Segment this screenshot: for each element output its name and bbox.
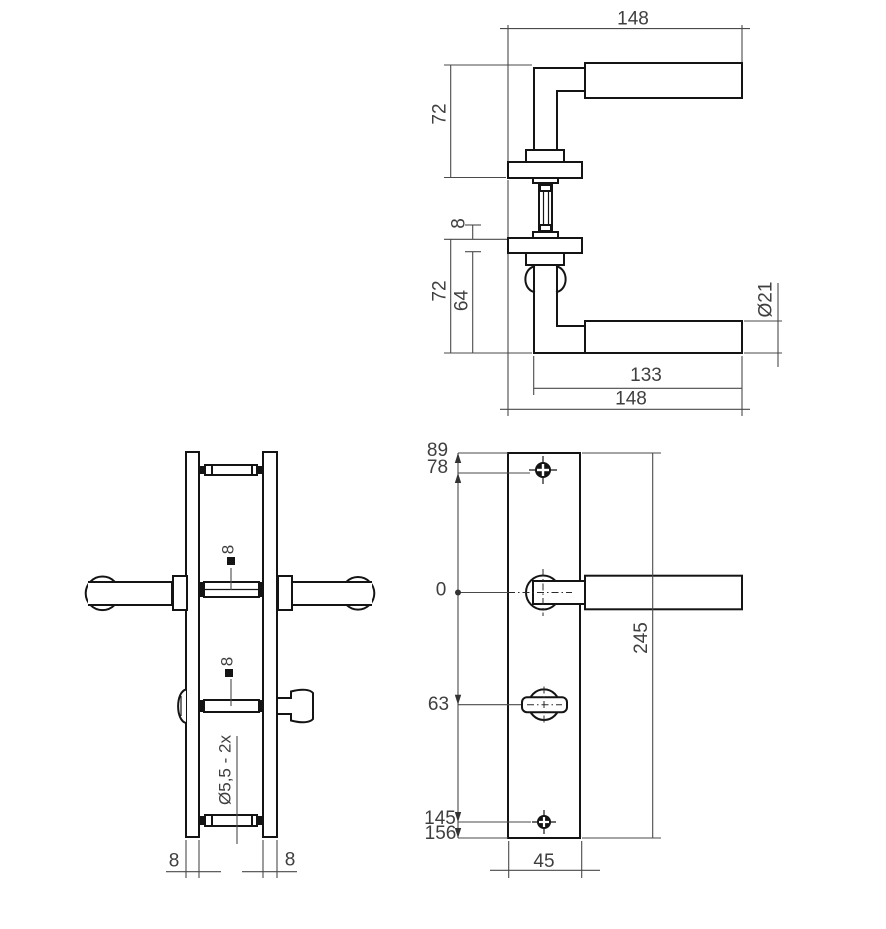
thumbturn — [276, 688, 314, 724]
square-symbol-upper — [227, 557, 235, 565]
dim-label-spindle-exposed: 8 — [449, 218, 470, 229]
right-plate — [262, 451, 278, 838]
profile-annotations: 8 8 Ø5,5 - 2x 8 8 — [166, 545, 297, 878]
upper-arm-inner — [556, 90, 586, 151]
spindle-block-bottom — [539, 224, 552, 232]
label-screw-hole-note: Ø5,5 - 2x — [216, 735, 235, 805]
upper-grip — [584, 62, 743, 99]
dim-label-screw-bottom: 145 — [424, 808, 456, 829]
dim-label-plate-bottom: 156 — [425, 823, 457, 844]
upper-collar — [525, 149, 565, 163]
spindle-block-top — [539, 184, 552, 192]
dim-label-plate-width: 45 — [533, 851, 554, 872]
dim-label-plate-height: 245 — [631, 622, 652, 654]
lower-arm-inner — [556, 264, 586, 327]
label-spindle-size-upper: 8 — [219, 545, 238, 554]
dim-label-total-width-bottom: 148 — [615, 389, 647, 410]
lower-arm-outer — [533, 264, 586, 354]
front-geometry — [507, 452, 743, 839]
top-connector-bar — [211, 464, 253, 476]
top-screw — [529, 456, 557, 484]
front-dimensions: 89 78 0 63 145 156 245 — [424, 440, 661, 878]
label-spindle-size-lower: 8 — [218, 657, 237, 666]
dim-label-total-width-top: 148 — [617, 9, 649, 30]
lower-collar — [525, 252, 565, 266]
dim-label-grip-length: 133 — [630, 365, 662, 386]
lower-grip — [584, 320, 743, 354]
spring-clip-right — [555, 265, 567, 294]
spring-clip-left — [524, 265, 536, 294]
release-knob — [177, 688, 187, 724]
left-grip — [88, 581, 173, 606]
dim-label-handle-axis: 0 — [436, 580, 447, 601]
dim-label-screw-top: 78 — [427, 457, 448, 478]
left-plate — [185, 451, 200, 838]
profile-geometry — [84, 451, 376, 838]
bottom-connector-bar — [211, 814, 253, 827]
dim-label-height-upper: 72 — [430, 103, 451, 124]
backplate-front-view: 89 78 0 63 145 156 245 — [424, 440, 743, 878]
upper-arm-outer — [533, 67, 586, 151]
left-collar — [172, 575, 188, 611]
side-view-dimensions: 148 72 8 72 64 Ø21 — [430, 9, 782, 416]
front-grip — [584, 574, 743, 611]
dim-label-height-lower: 72 — [430, 280, 451, 301]
right-collar — [277, 575, 293, 611]
dim-label-height-inner: 64 — [452, 290, 473, 312]
dim-label-turn-offset: 63 — [428, 694, 449, 715]
handle-pair-side-view: 148 72 8 72 64 Ø21 — [430, 9, 782, 416]
lower-rosette — [507, 237, 583, 254]
right-grip — [291, 581, 372, 606]
dim-label-grip-diameter: Ø21 — [756, 282, 777, 318]
square-symbol-lower — [225, 669, 233, 677]
upper-rosette — [507, 161, 583, 179]
backplate — [507, 452, 581, 839]
bottom-screw — [532, 810, 556, 834]
wc-turn — [521, 686, 568, 723]
side-view-geometry — [507, 62, 743, 354]
dim-label-plate-thickness-right: 8 — [285, 850, 296, 871]
dim-label-plate-top: 89 — [427, 440, 448, 461]
dim-label-plate-thickness-left: 8 — [169, 851, 180, 872]
plates-profile-view: 8 8 Ø5,5 - 2x 8 8 — [84, 451, 376, 878]
